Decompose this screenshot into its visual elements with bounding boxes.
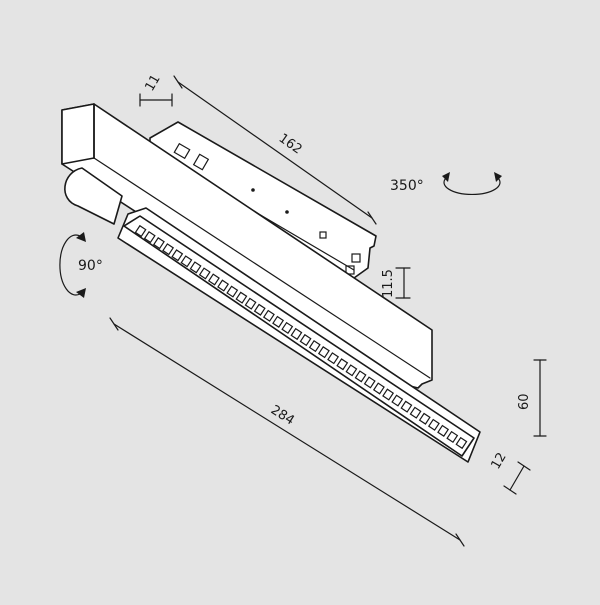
led-cell bbox=[281, 321, 294, 335]
dim-tick bbox=[109, 317, 119, 331]
led-cell bbox=[345, 364, 358, 377]
led-cell bbox=[290, 327, 303, 341]
dim-lamp-height-label: 60 bbox=[517, 393, 532, 410]
dim-line bbox=[509, 465, 525, 491]
dim-tick bbox=[503, 485, 517, 495]
led-cell bbox=[363, 376, 376, 389]
rotation-vertical-label: 90° bbox=[78, 258, 103, 274]
led-cell bbox=[455, 436, 468, 450]
dim-lamp-length-label: 284 bbox=[268, 403, 297, 429]
dim-adapter-height-label: 11.5 bbox=[381, 269, 396, 298]
dim-tick bbox=[517, 461, 531, 471]
dim-adapter-height: 11.5 bbox=[381, 267, 411, 299]
led-cell bbox=[437, 424, 450, 437]
led-cell bbox=[253, 303, 266, 316]
arrowhead-icon bbox=[494, 172, 502, 182]
adapter-clip bbox=[173, 142, 191, 160]
led-cell bbox=[235, 291, 248, 304]
dim-line bbox=[177, 81, 373, 219]
housing-end-cap bbox=[61, 103, 95, 165]
rotation-horizontal: 350° bbox=[390, 172, 502, 196]
dim-top-width: 11 bbox=[139, 72, 173, 107]
lamp-head bbox=[117, 207, 481, 463]
led-cell bbox=[198, 267, 211, 280]
upper-housing bbox=[61, 103, 433, 389]
arrowhead-icon bbox=[76, 232, 86, 242]
dim-top-width-label: 11 bbox=[142, 72, 163, 94]
led-cell bbox=[400, 400, 413, 413]
pivot-joint bbox=[64, 167, 123, 225]
led-cell bbox=[391, 394, 404, 407]
adapter-hole bbox=[251, 188, 255, 192]
led-cell bbox=[336, 358, 349, 371]
led-cell bbox=[143, 230, 156, 244]
led-cell bbox=[262, 309, 275, 322]
dim-tick bbox=[367, 211, 377, 225]
led-cell bbox=[180, 255, 193, 268]
led-cell bbox=[244, 297, 257, 310]
led-cell bbox=[382, 388, 395, 401]
led-cell bbox=[171, 249, 184, 262]
adapter-connector bbox=[192, 153, 210, 171]
led-cell bbox=[409, 406, 422, 419]
led-cell bbox=[272, 315, 285, 328]
led-cell bbox=[372, 382, 385, 395]
dim-lamp-depth: 12 bbox=[488, 450, 531, 495]
led-cell bbox=[207, 273, 220, 286]
led-cell bbox=[446, 430, 459, 444]
rotation-arc-icon bbox=[443, 177, 501, 196]
housing-body bbox=[61, 103, 433, 389]
dim-tick bbox=[173, 75, 183, 89]
led-cell bbox=[327, 352, 340, 365]
led-cell bbox=[226, 285, 239, 298]
adapter-screw bbox=[319, 231, 327, 239]
adapter-hole bbox=[285, 210, 289, 214]
dim-lamp-depth-label: 12 bbox=[488, 450, 509, 472]
dim-tick bbox=[455, 533, 465, 547]
led-cell bbox=[217, 279, 230, 292]
led-cell bbox=[317, 346, 330, 359]
led-cell bbox=[189, 261, 202, 274]
led-cell bbox=[354, 370, 367, 383]
led-cell bbox=[162, 243, 175, 256]
rotation-arc-icon bbox=[59, 234, 81, 296]
led-cell bbox=[308, 339, 321, 353]
rotation-horizontal-label: 350° bbox=[390, 178, 424, 194]
arrowhead-icon bbox=[442, 172, 450, 182]
housing-bottom-edge bbox=[93, 157, 431, 379]
dim-line bbox=[113, 323, 461, 541]
led-cell bbox=[134, 224, 147, 238]
led-cell bbox=[418, 412, 431, 425]
pivot-cylinder bbox=[64, 167, 123, 225]
adapter-screw bbox=[351, 253, 361, 263]
led-cell bbox=[299, 333, 312, 347]
dim-lamp-height: 60 bbox=[517, 359, 547, 437]
led-cell bbox=[427, 418, 440, 431]
rotation-vertical: 90° bbox=[59, 232, 103, 298]
adapter-screw bbox=[345, 265, 355, 275]
arrowhead-icon bbox=[76, 288, 86, 298]
led-cell-array bbox=[134, 224, 468, 450]
led-cell bbox=[152, 237, 165, 250]
